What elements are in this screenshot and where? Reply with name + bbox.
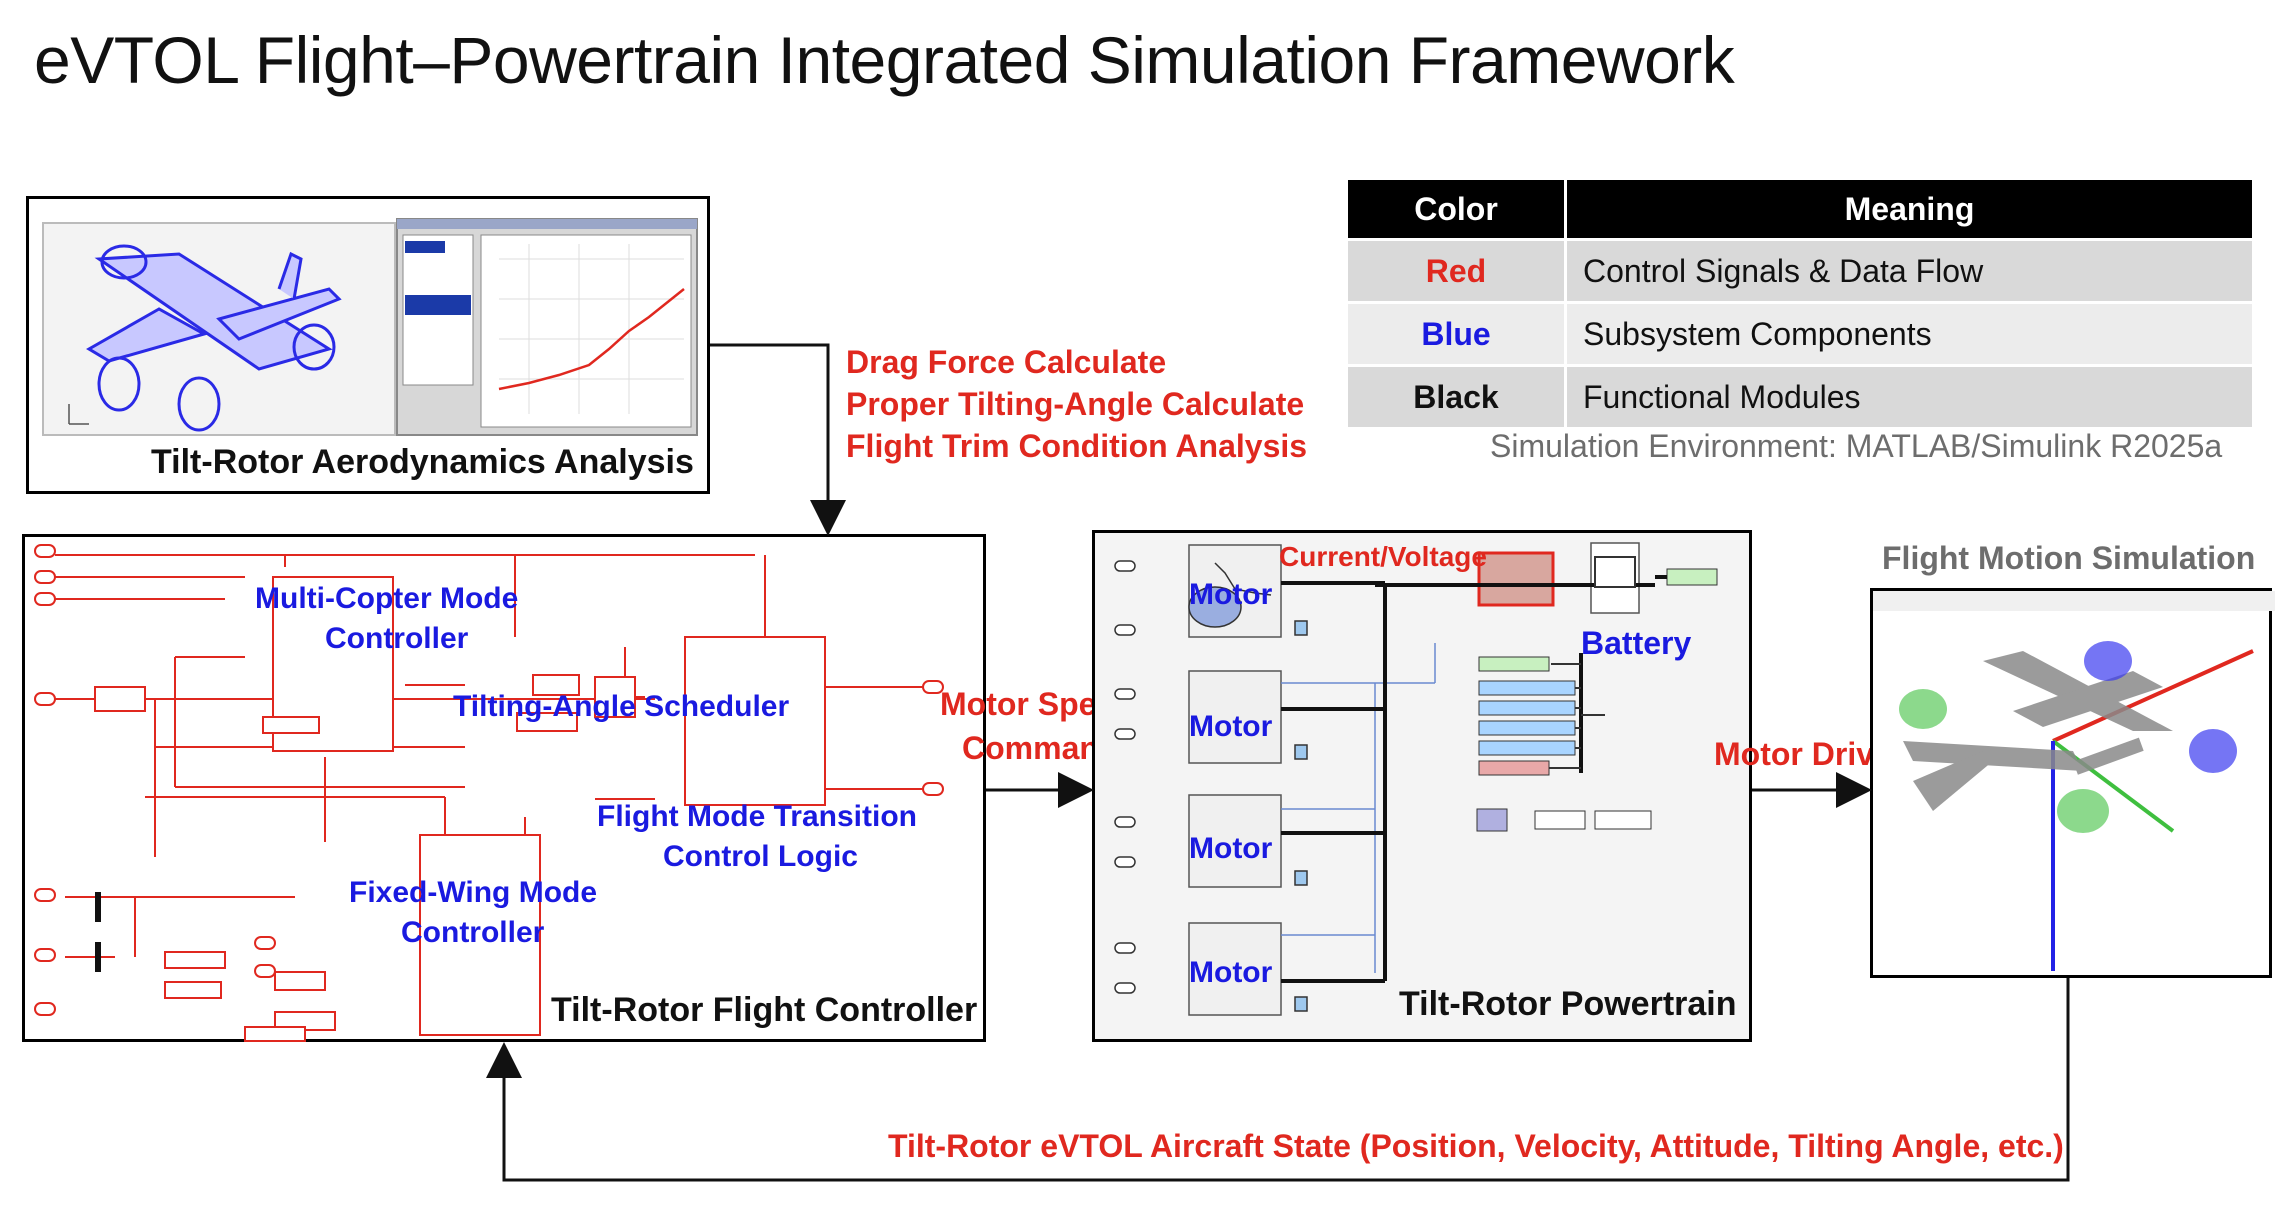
powertrain-box: Current/Voltage Battery Motor Motor Moto… [1092,530,1752,1042]
aerodynamics-analysis-box: Tilt-Rotor Aerodynamics Analysis [26,196,710,494]
aerodynamics-screenshots-illustration [42,218,698,436]
block-tilting-scheduler: Tilting-Angle Scheduler [453,690,790,723]
flight-motion-label: Flight Motion Simulation [1882,540,2256,576]
color-legend-table: Color Meaning Red Control Signals & Data… [1348,180,2252,427]
aero-output-trim: Flight Trim Condition Analysis [846,428,1308,464]
block-transition-line2: Control Logic [663,840,858,873]
legend-color-black: Black [1348,364,1567,427]
motor-label-4: Motor [1189,956,1273,989]
legend-row-red: Red Control Signals & Data Flow [1348,238,2252,303]
flight-controller-box: Multi-Copter Mode Controller Tilting-Ang… [22,534,986,1042]
aero-output-tilting: Proper Tilting-Angle Calculate [846,386,1305,422]
legend-meaning-red: Control Signals & Data Flow [1565,238,2252,303]
state-feedback-label: Tilt-Rotor eVTOL Aircraft State (Positio… [888,1128,2064,1164]
legend-row-blue: Blue Subsystem Components [1348,301,2252,366]
aircraft-3d-illustration [1873,591,2275,971]
legend-row-black: Black Functional Modules [1348,364,2252,427]
aero-output-drag: Drag Force Calculate [846,344,1167,380]
legend-header-color: Color [1348,180,1567,240]
legend-color-red: Red [1348,238,1567,303]
aerodynamics-label: Tilt-Rotor Aerodynamics Analysis [151,443,694,481]
powertrain-label: Tilt-Rotor Powertrain [1399,985,1737,1023]
block-fixedwing-line2: Controller [401,916,545,949]
battery-label: Battery [1581,625,1692,661]
legend-meaning-blue: Subsystem Components [1565,301,2252,366]
motor-label-1: Motor [1189,578,1273,611]
legend-header-meaning: Meaning [1565,180,2252,240]
block-transition-line1: Flight Mode Transition [597,800,917,833]
controller-simulink-illustration [34,544,944,1042]
legend-meaning-black: Functional Modules [1565,364,2252,427]
legend-header-row: Color Meaning [1348,180,2252,240]
block-multicopter-line2: Controller [325,622,469,655]
flight-motion-box [1870,588,2275,978]
block-fixedwing-line1: Fixed-Wing Mode [349,876,598,909]
motor-label-3: Motor [1189,832,1273,865]
current-voltage-label: Current/Voltage [1279,541,1487,572]
page-title: eVTOL Flight–Powertrain Integrated Simul… [34,23,1735,97]
motor-label-2: Motor [1189,710,1273,743]
motor-drive-label: Motor Drive [1714,736,1892,772]
flight-controller-label: Tilt-Rotor Flight Controller [551,991,978,1029]
block-multicopter-line1: Multi-Copter Mode [255,582,519,615]
legend-color-blue: Blue [1348,301,1567,366]
simulation-environment-note: Simulation Environment: MATLAB/Simulink … [1490,428,2223,464]
